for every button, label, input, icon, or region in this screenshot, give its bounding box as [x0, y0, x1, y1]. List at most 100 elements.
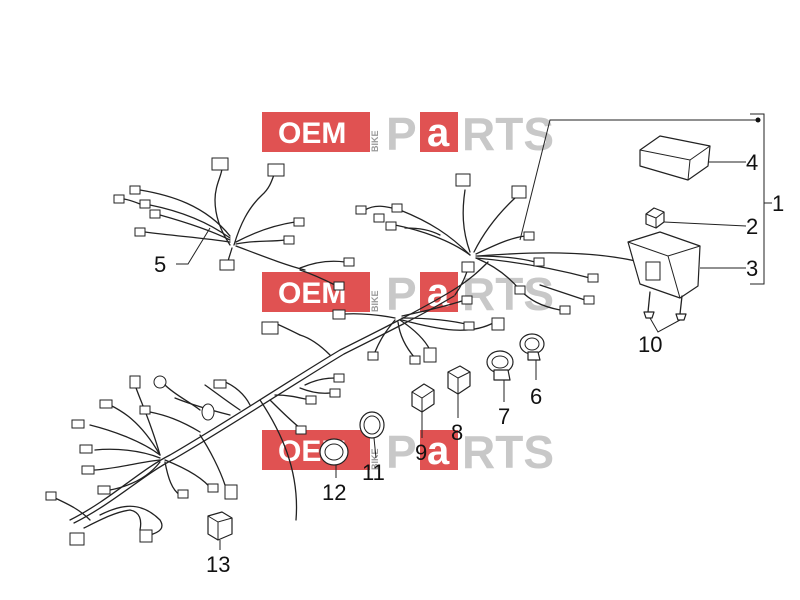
watermark-top: OEM BIKE P a RTS: [262, 108, 554, 160]
branch-wire: [344, 313, 396, 319]
branch-wire: [54, 497, 91, 521]
watermark-rts-text: RTS: [462, 268, 554, 320]
branch-wire: [204, 384, 241, 411]
branch-wire: [299, 269, 336, 286]
branch-wire: [134, 384, 161, 456]
part-2-fuse: [645, 207, 665, 229]
fuse-box-body: [627, 231, 701, 299]
round-connector: [201, 403, 215, 421]
wire-connector: [97, 485, 111, 495]
wire-connector: [79, 444, 93, 454]
branch-wire: [299, 334, 331, 356]
wire-connector: [373, 213, 385, 223]
branch-wire: [299, 387, 331, 394]
watermark-p-text: P: [386, 426, 417, 478]
wire-connector: [113, 194, 125, 204]
branch-wire: [394, 224, 471, 256]
branch-wire: [109, 404, 161, 456]
branch-wire: [473, 197, 516, 253]
branch-wire: [89, 424, 161, 456]
callout-label-6: 6: [530, 384, 542, 409]
screw-shaft: [679, 295, 683, 315]
wire-connector: [523, 231, 535, 241]
clip-body: [207, 511, 233, 541]
round-connector: [153, 375, 167, 389]
leader-part-1: [519, 119, 758, 241]
branch-wire: [399, 209, 471, 256]
branch-wire: [144, 231, 231, 243]
callout-label-1: 1: [772, 191, 784, 216]
wire-connector: [139, 199, 151, 209]
multi-pin-connector: [455, 173, 471, 187]
wire-connector: [139, 405, 151, 415]
leader-part-11: [373, 437, 377, 459]
wire-connector: [333, 281, 345, 291]
screw-head: [675, 313, 687, 321]
harness-trunk: [69, 261, 489, 521]
branch-wire: [94, 459, 161, 471]
callout-label-9: 9: [415, 440, 427, 465]
fuse-edges: [645, 211, 665, 228]
multi-pin-connector: [224, 484, 238, 500]
harness-loop-cable: [259, 399, 298, 521]
branch-wire: [475, 235, 526, 255]
wire-connector: [343, 257, 355, 267]
branch-wire: [149, 204, 231, 239]
branch-wire: [299, 260, 346, 269]
part-12-cable-tie: [319, 438, 349, 466]
branch-wire: [274, 394, 311, 401]
clamp-inner: [491, 355, 509, 369]
watermark-middle: OEM BIKE P a RTS: [262, 268, 554, 320]
center-connector-cluster: [332, 295, 505, 365]
wire-connector: [45, 491, 57, 501]
clamp-ring: [519, 333, 545, 355]
sub-harness-part-5: [113, 157, 355, 291]
wire-connector: [333, 373, 345, 383]
wire-connector: [559, 305, 571, 315]
watermark-p-text: P: [386, 108, 417, 160]
cover-body: [639, 135, 711, 181]
wire-connector: [583, 295, 595, 305]
wire-connector: [129, 375, 141, 389]
wire-connector: [355, 205, 367, 215]
leader-part-5: [176, 227, 211, 265]
callout-label-11: 11: [362, 460, 385, 485]
part-13-clip: [207, 511, 233, 541]
wire-connector: [463, 321, 475, 331]
part-8-holder: [447, 365, 471, 395]
branch-wire: [397, 321, 416, 359]
branch-wire: [235, 221, 296, 243]
part-3-fuse-box: [627, 231, 701, 299]
branch-wire: [475, 257, 591, 279]
leader-lines: [176, 113, 772, 550]
watermarks: OEM BIKE P a RTS OEM BIKE P a RTS OEM BI…: [262, 108, 554, 478]
branch-wire: [99, 505, 163, 536]
branch-wire: [174, 397, 231, 416]
callout-label-10: 10: [638, 332, 662, 357]
callout-label-4: 4: [746, 150, 758, 175]
wire-connector: [81, 465, 95, 475]
wire-connector: [461, 295, 473, 305]
callout-label-8: 8: [451, 420, 463, 445]
wire-connector: [533, 257, 545, 267]
part-11-cable-tie: [359, 411, 385, 439]
branch-wire: [159, 214, 231, 241]
branch-wire: [235, 239, 286, 245]
multi-pin-connector: [69, 532, 85, 546]
watermark-red-block: [262, 272, 370, 312]
branch-wire: [164, 384, 201, 411]
branch-wire: [123, 198, 141, 205]
part-6-clamp: [519, 333, 545, 361]
multi-pin-connector: [139, 529, 153, 543]
clamp-tab: [493, 369, 511, 381]
watermark-a-text: a: [427, 271, 450, 315]
cover-edges: [639, 145, 711, 181]
leader-part-2: [663, 221, 747, 227]
watermark-a-block: [420, 430, 458, 470]
junction-connector: [461, 261, 475, 273]
wire-connector: [177, 489, 189, 499]
branch-wire: [404, 227, 441, 236]
tie-inner: [324, 443, 344, 461]
lower-left-connector-cluster: [45, 375, 238, 546]
watermark-rts-text: RTS: [462, 426, 554, 478]
